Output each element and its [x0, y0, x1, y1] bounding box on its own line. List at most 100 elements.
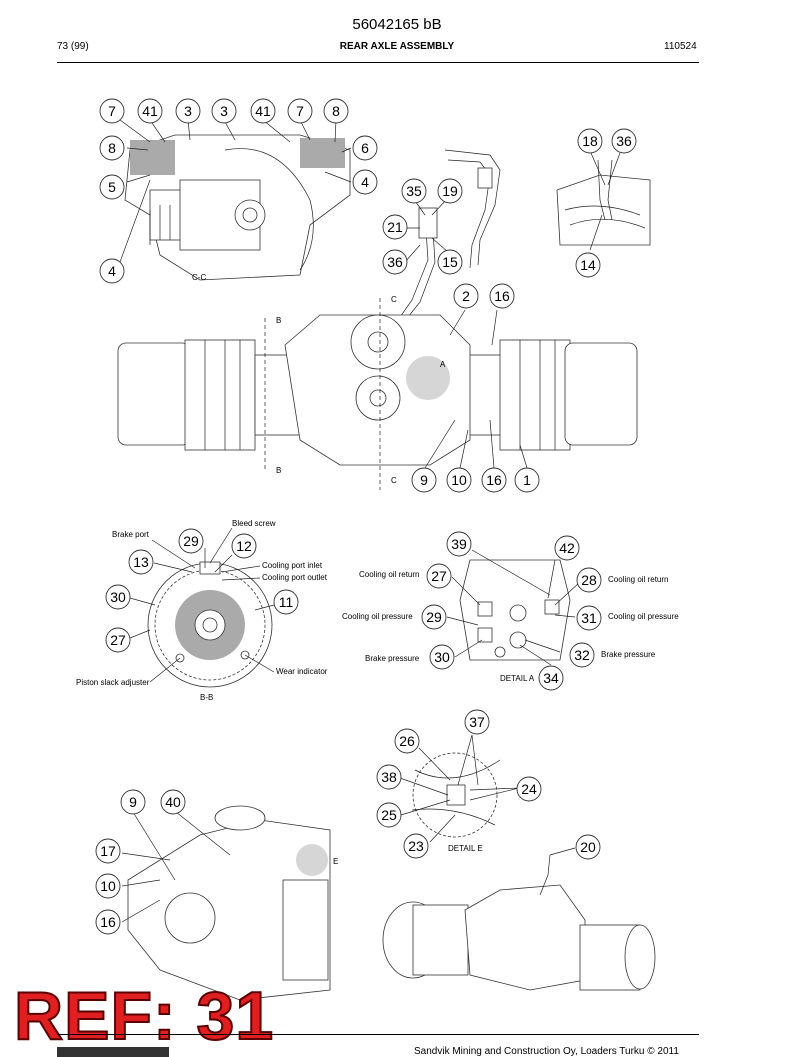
callout-number: 1 — [523, 472, 531, 488]
detail-e-drawing — [411, 752, 501, 838]
cooling-oil-pressure-right-label: Cooling oil pressure — [608, 612, 679, 621]
callout-number: 5 — [108, 179, 116, 195]
callout-number: 15 — [442, 254, 458, 270]
cooling-oil-return-left-label: Cooling oil return — [359, 570, 419, 579]
callout-number: 42 — [559, 540, 575, 556]
brake-pressure-right-label: Brake pressure — [601, 650, 656, 659]
callout-number: 34 — [543, 670, 559, 686]
callout-number: 39 — [451, 536, 467, 552]
callout-balloon: 18 — [577, 128, 603, 154]
callout-balloon: 8 — [99, 135, 125, 161]
callout-number: 31 — [581, 610, 597, 626]
hatched-section — [300, 138, 345, 168]
callout-number: 23 — [408, 838, 424, 854]
callout-balloon: 3 — [211, 98, 237, 124]
callout-number: 25 — [381, 807, 397, 823]
callout-balloon: 6 — [352, 135, 378, 161]
callout-number: 8 — [108, 140, 116, 156]
detail-a-label: DETAIL A — [500, 674, 535, 683]
callout-number: 9 — [129, 794, 137, 810]
axle-perspective-left-drawing — [127, 805, 331, 1001]
callout-balloon: 27 — [426, 563, 452, 589]
callout-balloon: 30 — [105, 584, 131, 610]
cooling-oil-return-right-label: Cooling oil return — [608, 575, 668, 584]
callout-balloon: 27 — [105, 627, 131, 653]
callout-number: 36 — [616, 133, 632, 149]
callout-balloon: 16 — [489, 283, 515, 309]
detail-a-highlight — [406, 356, 450, 400]
callout-balloon: 23 — [403, 833, 429, 859]
company-logo — [57, 1047, 169, 1057]
callout-number: 37 — [469, 714, 485, 730]
callout-number: 21 — [387, 219, 403, 235]
callout-number: 18 — [582, 133, 598, 149]
callout-balloon: 34 — [538, 665, 564, 691]
callout-balloon: 35 — [401, 178, 427, 204]
callout-balloon: 9 — [411, 467, 437, 493]
callout-number: 13 — [133, 554, 149, 570]
callout-number: 16 — [494, 288, 510, 304]
footer-copyright: Sandvik Mining and Construction Oy, Load… — [414, 1046, 679, 1057]
callout-balloon: 26 — [394, 728, 420, 754]
section-marker-b-bottom: B — [276, 466, 281, 475]
header-rule — [57, 62, 699, 63]
detail-marker-e: E — [333, 857, 338, 866]
callout-balloon: 16 — [481, 467, 507, 493]
callout-balloon: 4 — [352, 169, 378, 195]
callout-number: 28 — [581, 572, 597, 588]
document-number: 56042165 bB — [352, 16, 442, 33]
callout-number: 7 — [296, 103, 304, 119]
piston-slack-adjuster-label: Piston slack adjuster — [76, 678, 150, 687]
callout-balloon: 30 — [429, 644, 455, 670]
cooling-port-outlet-label: Cooling port outlet — [262, 573, 328, 582]
callout-number: 4 — [108, 263, 116, 279]
callout-balloon: 36 — [611, 128, 637, 154]
callout-balloon: 2 — [453, 283, 479, 309]
leader-lines — [119, 119, 621, 923]
wear-indicator-label: Wear indicator — [276, 667, 328, 676]
callout-group: 7 41 3 3 41 7 8 8 6 5 4 4 18 36 35 19 21… — [95, 98, 637, 935]
callout-balloon: 38 — [376, 764, 402, 790]
callout-balloon: 13 — [128, 549, 154, 575]
callout-balloon: 9 — [120, 789, 146, 815]
callout-number: 3 — [184, 103, 192, 119]
callout-balloon: 3 — [175, 98, 201, 124]
callout-number: 29 — [183, 533, 199, 549]
callout-number: 3 — [220, 103, 228, 119]
document-date: 110524 — [664, 41, 697, 52]
callout-number: 14 — [580, 257, 596, 273]
callout-number: 32 — [574, 647, 590, 663]
detail-a-drawing — [459, 559, 571, 661]
page-number: 73 (99) — [57, 41, 89, 52]
brake-port-label: Brake port — [112, 530, 150, 539]
callout-balloon: 32 — [569, 642, 595, 668]
callout-number: 19 — [442, 183, 458, 199]
callout-number: 12 — [236, 538, 252, 554]
callout-balloon: 12 — [231, 533, 257, 559]
section-bb-label: B-B — [200, 693, 213, 702]
callout-balloon: 7 — [99, 98, 125, 124]
callout-balloon: 1 — [514, 467, 540, 493]
section-bb-drawing — [147, 561, 273, 688]
callout-number: 20 — [580, 839, 596, 855]
section-cc-drawing — [124, 134, 351, 281]
bleed-screw-label: Bleed screw — [232, 519, 276, 528]
callout-balloon: 25 — [376, 802, 402, 828]
callout-number: 27 — [110, 632, 126, 648]
callout-number: 17 — [100, 843, 116, 859]
axle-front-view-drawing — [117, 298, 638, 490]
callout-balloon: 5 — [99, 174, 125, 200]
ref-stamp: REF: 31 — [13, 978, 275, 1054]
callout-balloon: 15 — [437, 249, 463, 275]
callout-number: 7 — [108, 103, 116, 119]
cooling-oil-pressure-left-label: Cooling oil pressure — [342, 612, 413, 621]
callout-number: 41 — [255, 103, 271, 119]
callout-balloon: 17 — [95, 838, 121, 864]
section-marker-c-top: C — [391, 295, 397, 304]
callout-balloon: 40 — [160, 789, 186, 815]
callout-number: 9 — [420, 472, 428, 488]
brake-pressure-left-label: Brake pressure — [365, 654, 420, 663]
callout-balloon: 19 — [437, 178, 463, 204]
callout-balloon: 41 — [137, 98, 163, 124]
callout-balloon: 24 — [516, 776, 542, 802]
